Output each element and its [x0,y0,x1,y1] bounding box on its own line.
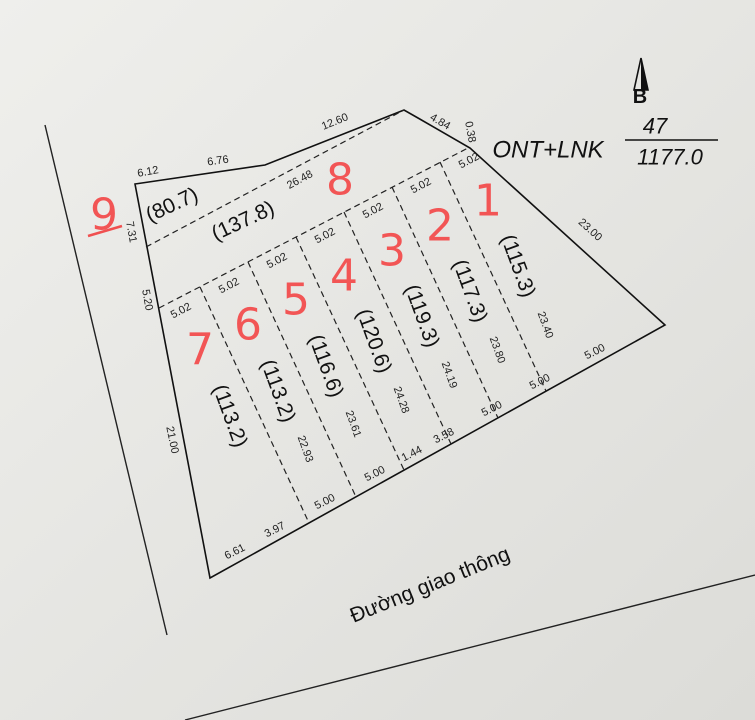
road-edge-line [184,574,755,720]
handwritten-number-3: 3 [378,226,406,277]
dim-top-5: 0.38 [462,120,478,143]
neighbor-boundary-line [44,124,168,636]
handwritten-number-2: 2 [426,201,454,252]
dim-left-3: 21.00 [163,425,180,454]
north-arrow-label: B [633,86,647,108]
lot-divider-lines [145,109,547,524]
parcel-number: 47 [643,114,668,139]
handwritten-number-1: 1 [474,176,502,227]
handwritten-number-4: 4 [330,251,358,302]
parcel-outline [134,109,667,580]
north-arrow-icon: B [633,57,649,108]
handwritten-number-7: 7 [186,325,214,376]
total-area: 1177.0 [637,145,703,170]
handwritten-number-9: 9 [90,190,118,241]
dim-left-1: 7.31 [123,220,139,243]
handwritten-number-6: 6 [234,300,262,351]
dim-left-2: 5.20 [139,288,155,311]
handwritten-annotations: 9 8 7 6 5 4 3 2 1 [87,155,502,376]
handwritten-number-5: 5 [282,275,310,326]
dim-top-1: 6.12 [136,164,159,180]
land-use-code: ONT+LNK [492,137,604,164]
dim-top-2: 6.76 [207,154,230,169]
handwritten-number-8: 8 [326,155,354,206]
